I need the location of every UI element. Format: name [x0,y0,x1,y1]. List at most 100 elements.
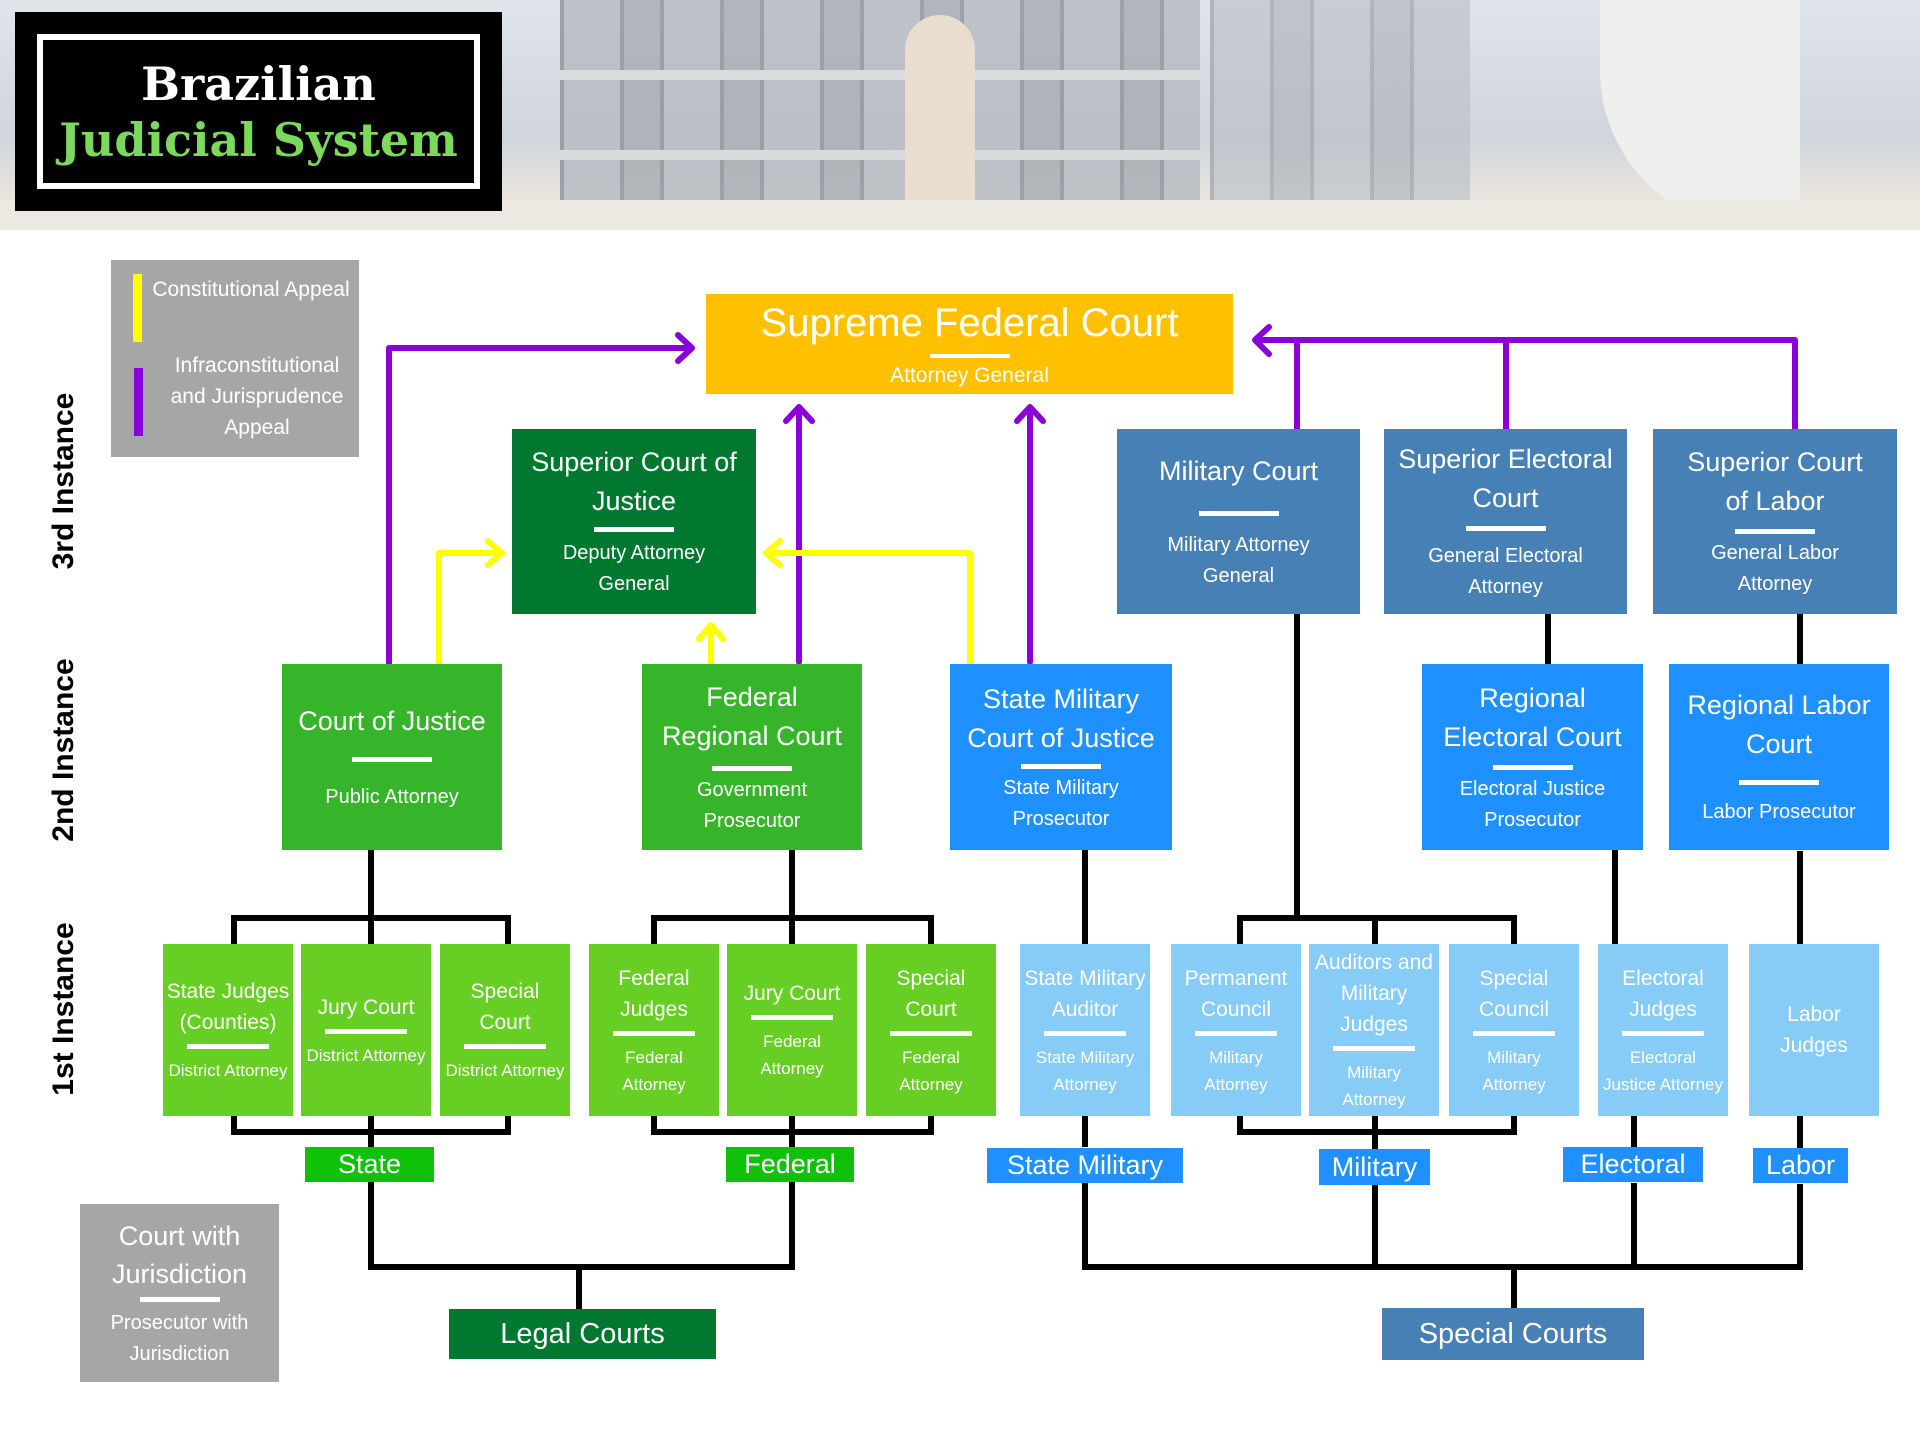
legal-courts-label: Legal Courts [449,1309,716,1359]
court-name: Special Court [470,980,540,1034]
court-name: State Judges (Counties) [166,980,290,1034]
prosecutor-name: Electoral Justice Attorney [1603,1047,1724,1094]
constitutional-appeal-arrows [436,538,973,667]
divider [139,1296,220,1302]
prosecutor-with-jurisdiction-label: Prosecutor with Jurisdiction [110,1311,249,1365]
prosecutor-name: Labor Prosecutor [1702,801,1856,823]
court-of-justice: Court of Justice Public Attorney [282,664,502,850]
divider [712,765,792,771]
divider [325,1028,407,1034]
arrowhead-coj-supreme [675,332,695,364]
prosecutor-name: Federal Attorney [899,1047,963,1094]
court-name: Special Court [896,966,966,1021]
line-electoral [1545,614,1637,1147]
prosecutor-name: Military Attorney General [1167,533,1310,587]
divider [187,1044,269,1049]
prosecutor-name: Deputy Attorney General [562,542,706,595]
court-name: Military Court [1158,455,1319,486]
supreme-federal-court: Supreme Federal Court Attorney General [706,294,1233,394]
prosecutor-name: Public Attorney [325,785,459,808]
court-with-jurisdiction-label: Court with Jurisdiction [111,1220,248,1289]
branch-label-labor: Labor [1753,1148,1848,1183]
prosecutor-name: District Attorney [306,1045,426,1065]
divider [1739,780,1819,785]
prosecutor-name: Electoral Justice Prosecutor [1459,777,1606,831]
divider [1473,1030,1555,1036]
prosecutor-name: Military Attorney [1204,1047,1268,1094]
prosecutor-name: Military Attorney [1482,1047,1546,1094]
court-name: Regional Electoral Court [1443,682,1622,752]
divider [352,756,432,762]
title-box: Brazilian Judicial System [15,12,502,211]
divider [929,354,1010,358]
branch-label-federal: Federal [726,1147,854,1182]
court-name: Auditors and Military Judges [1315,951,1433,1036]
prosecutor-name: Attorney General [890,364,1049,387]
court-name: Federal Regional Court [661,681,843,751]
line-state-bracket [231,1116,511,1147]
superior-court-of-justice: Superior Court of Justice Deputy Attorne… [512,429,756,614]
first-instance-court-labor-judges: Labor Judges [1749,944,1879,1116]
court-name: Jury Court [743,982,841,1005]
building-facade [560,0,1200,200]
divider [1735,529,1815,534]
prosecutor-name: Federal Attorney [622,1047,686,1094]
line-military-to-first [1237,614,1517,944]
military-court: Military Court Military Attorney General [1117,429,1360,614]
arrowhead-frc-supreme [783,404,815,424]
court-name: Superior Electoral Court [1398,444,1613,513]
line-federal-bracket [651,1116,934,1147]
court-name: Superior Court of Justice [531,447,737,516]
court-name: Jury Court [317,995,415,1019]
arrowhead-smcj-supreme [1014,404,1046,424]
divider [1195,1030,1277,1036]
prosecutor-name: Federal Attorney [760,1032,824,1078]
header-photo-supreme-court-building [0,0,1920,230]
line-coj-to-first [231,850,511,944]
divider [1492,764,1573,770]
prosecutor-name: General Electoral Attorney [1428,545,1583,598]
justice-statue [905,15,975,230]
prosecutor-name: District Attorney [168,1061,288,1080]
court-name: Court of Justice [298,705,486,736]
jurisdiction-legend: Court with Jurisdiction Prosecutor with … [80,1204,279,1382]
divider [1021,763,1101,769]
infraconstitutional-appeal-arrows [386,324,1798,667]
federal-regional-court: Federal Regional Court Government Prosec… [642,664,862,850]
state-military-court-of-justice: State Military Court of Justice State Mi… [950,664,1172,850]
arrowhead-smcj-scj [763,538,783,568]
divider [1622,1030,1704,1036]
first-instance-court-state-judges: State Judges (Counties) District Attorney [163,944,293,1116]
court-name: Electoral Judges [1622,966,1704,1021]
divider [464,1044,546,1049]
prosecutor-name: Military Attorney [1342,1063,1406,1109]
line-legal-courts [368,1182,795,1309]
court-name: Supreme Federal Court [760,301,1179,345]
superior-electoral-court: Superior Electoral Court General Elector… [1384,429,1627,614]
regional-electoral-court: Regional Electoral Court Electoral Justi… [1422,664,1643,850]
divider [613,1030,695,1036]
prosecutor-name: State Military Attorney [1035,1047,1135,1094]
branch-label-state-military: State Military [987,1148,1183,1183]
arrow-coj-to-scj [436,550,500,667]
infraconstitutional-appeal-swatch [134,368,143,436]
divider [1044,1030,1126,1036]
title-line-1: Brazilian [141,56,376,111]
branch-label-electoral: Electoral [1563,1147,1703,1182]
prosecutor-name: Government Prosecutor [696,778,808,832]
title-line-2: Judicial System [59,112,458,167]
building-facade-side [1210,0,1470,200]
constitutional-appeal-label: Constitutional Appeal [152,278,350,301]
court-name: Special Council [1478,966,1550,1021]
court-name: Permanent Council [1184,966,1288,1021]
branch-label-military: Military [1319,1149,1430,1185]
branch-label-state: State [305,1147,434,1182]
